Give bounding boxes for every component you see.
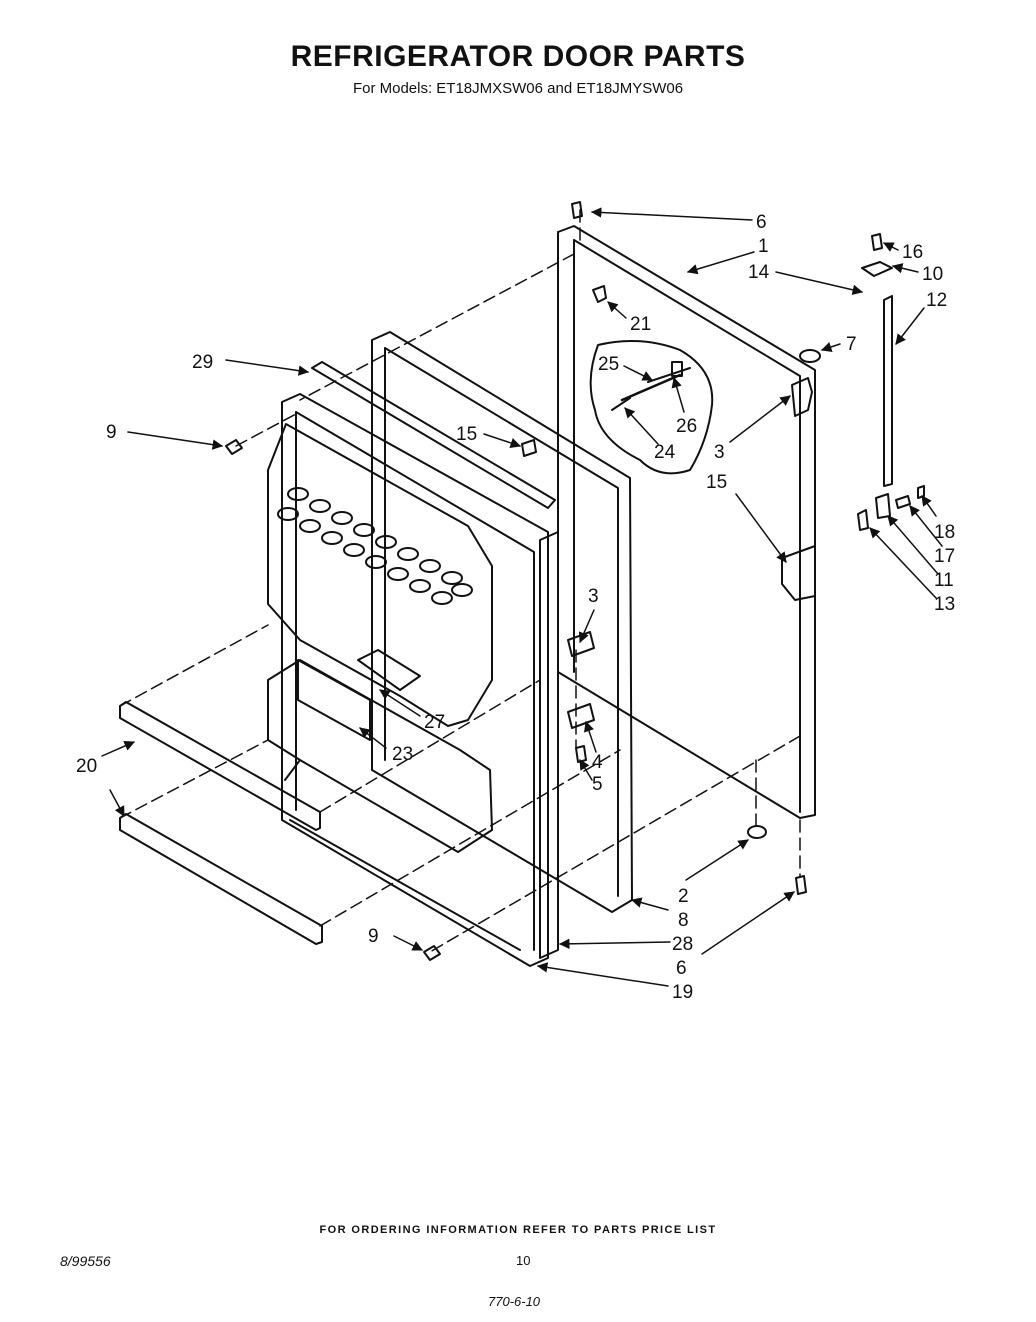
breaker-strip	[311, 361, 559, 959]
callout-3: 3	[588, 586, 599, 607]
leader-arrows	[101, 207, 943, 987]
insulation-cutaway	[589, 340, 714, 475]
callout-16: 16	[902, 242, 923, 263]
document-number: 8/99556	[60, 1253, 111, 1269]
callout-12: 12	[926, 290, 947, 311]
callout-9: 9	[106, 422, 117, 443]
handle-bracket	[781, 545, 816, 601]
outer-door-panel	[557, 225, 816, 819]
callout-4: 4	[592, 752, 603, 773]
callout-7: 7	[846, 334, 857, 355]
callout-17: 17	[934, 546, 955, 567]
callout-18: 18	[934, 522, 955, 543]
callout-19: 19	[672, 982, 693, 1003]
callout-20: 20	[76, 756, 97, 777]
callout-6: 6	[756, 212, 767, 233]
callout-6: 6	[676, 958, 687, 979]
callout-1: 1	[758, 236, 769, 257]
callout-27: 27	[424, 712, 445, 733]
callout-5: 5	[592, 774, 603, 795]
callout-labels: 6 1 16 14 10 12 21 7 29 25 26 9 15 24 3 …	[76, 212, 955, 1003]
callout-25: 25	[598, 354, 619, 375]
callout-11: 11	[934, 570, 954, 591]
model-subtitle: For Models: ET18JMXSW06 and ET18JMYSW06	[352, 80, 684, 97]
door-hinge	[791, 349, 821, 417]
callout-15: 15	[456, 424, 477, 445]
callout-28: 28	[672, 934, 693, 955]
dispenser-cup-holes	[277, 487, 473, 605]
small-hardware	[225, 201, 925, 961]
callout-21: 21	[630, 314, 651, 335]
callout-10: 10	[922, 264, 943, 285]
ordering-info-note: FOR ORDERING INFORMATION REFER TO PARTS …	[319, 1224, 717, 1236]
page-title: REFRIGERATOR DOOR PARTS	[290, 40, 746, 73]
callout-8: 8	[678, 910, 689, 931]
page-number: 10	[516, 1253, 531, 1268]
door-shelf-lower	[119, 813, 323, 945]
callout-23: 23	[392, 744, 413, 765]
callout-2: 2	[678, 886, 689, 907]
dispenser-tray	[297, 649, 421, 741]
callout-9: 9	[368, 926, 379, 947]
inner-door-liner	[267, 393, 549, 967]
callout-26: 26	[676, 416, 697, 437]
callout-14: 14	[748, 262, 770, 283]
alignment-lines	[119, 209, 801, 953]
callout-29: 29	[192, 352, 213, 373]
callout-24: 24	[654, 442, 676, 463]
callout-15: 15	[706, 472, 727, 493]
callout-13: 13	[934, 594, 955, 615]
handwritten-code: 770-6-10	[488, 1294, 541, 1309]
callout-3: 3	[714, 442, 725, 463]
